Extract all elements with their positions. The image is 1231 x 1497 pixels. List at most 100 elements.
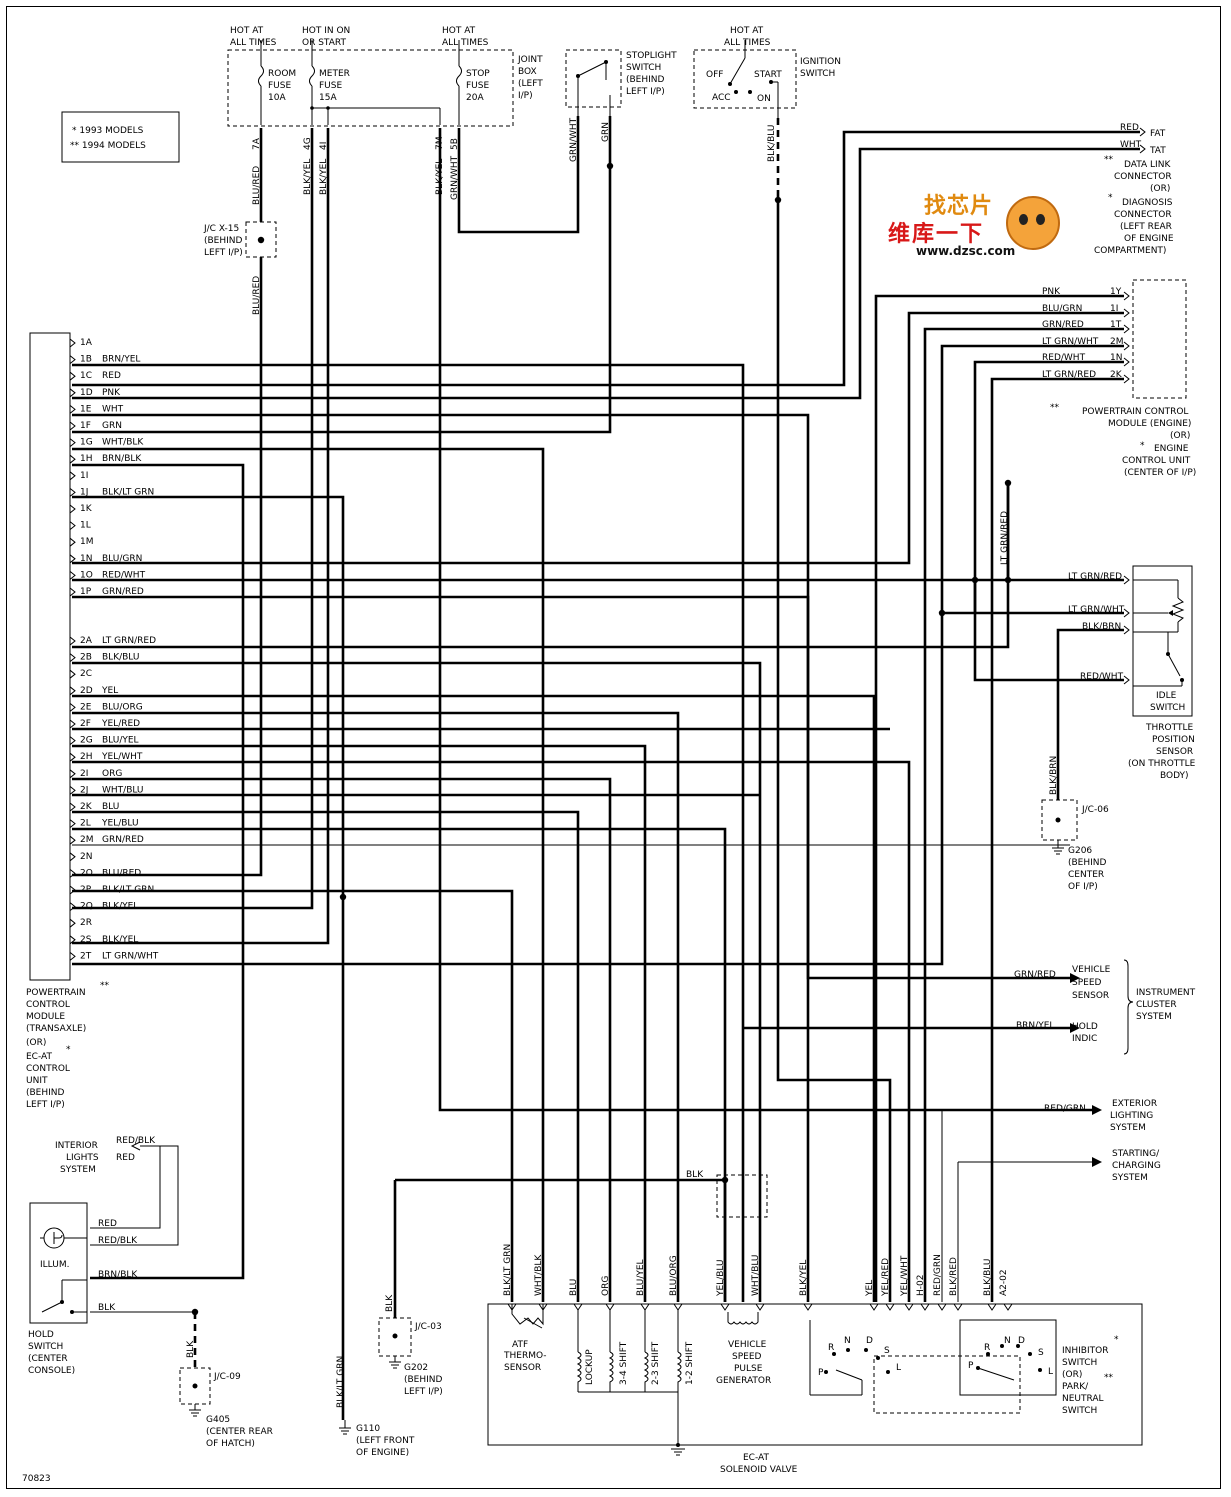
- wire-label: BLK/YEL: [319, 159, 329, 195]
- legend-1994: ** 1994 MODELS: [70, 141, 146, 151]
- pin-label: 2A: [80, 636, 93, 646]
- svg-text:LEFT I/P): LEFT I/P): [626, 87, 665, 97]
- svg-text:5B: 5B: [450, 138, 460, 150]
- wire: [72, 711, 680, 1302]
- svg-text:(BEHIND: (BEHIND: [204, 236, 243, 246]
- connector-pin: [720, 1303, 730, 1311]
- wire-label: ORG: [102, 769, 122, 779]
- pin-label: 1P: [80, 587, 92, 597]
- svg-text:(BEHIND: (BEHIND: [26, 1088, 65, 1098]
- svg-text:OFF: OFF: [706, 70, 723, 80]
- svg-text:7A: 7A: [252, 137, 262, 150]
- svg-text:(LEFT REAR: (LEFT REAR: [1120, 222, 1172, 232]
- svg-text:2-3 SHIFT: 2-3 SHIFT: [651, 1341, 661, 1385]
- svg-text:SWITCH: SWITCH: [1062, 1358, 1097, 1368]
- wire-label: YEL: [101, 686, 118, 696]
- svg-text:CONTROL: CONTROL: [26, 1000, 70, 1010]
- mascot-eye-icon: [1036, 214, 1045, 225]
- svg-text:HOT IN ON: HOT IN ON: [302, 26, 350, 36]
- connector-pin: [904, 1303, 914, 1311]
- svg-text:4G: 4G: [303, 137, 313, 150]
- svg-text:UNIT: UNIT: [26, 1076, 48, 1086]
- pin-label: 2H: [80, 752, 93, 762]
- svg-text:MODULE: MODULE: [26, 1012, 65, 1022]
- svg-text:WHT: WHT: [1120, 140, 1142, 150]
- svg-text:POWERTRAIN CONTROL: POWERTRAIN CONTROL: [1082, 407, 1188, 417]
- wire: [72, 810, 580, 1302]
- wire-label: BLK/BLU: [983, 1259, 993, 1296]
- svg-text:*: *: [1114, 1335, 1119, 1345]
- svg-text:GRN/RED: GRN/RED: [1014, 970, 1056, 980]
- svg-text:SENSOR: SENSOR: [504, 1363, 541, 1373]
- wire: [72, 760, 911, 1302]
- wire-label: BLK/RED: [949, 1257, 959, 1296]
- pin-label: 2D: [80, 686, 93, 696]
- pin-marker: [69, 454, 76, 464]
- connector-pin: [885, 1303, 895, 1311]
- svg-text:EXTERIOR: EXTERIOR: [1112, 1099, 1157, 1109]
- svg-text:BLK/BRN: BLK/BRN: [1082, 622, 1121, 632]
- svg-text:PULSE: PULSE: [734, 1364, 763, 1374]
- svg-text:EC-AT: EC-AT: [743, 1453, 769, 1463]
- svg-text:I/P): I/P): [518, 91, 533, 101]
- svg-text:(ON THROTTLE: (ON THROTTLE: [1128, 759, 1196, 769]
- svg-text:SYSTEM: SYSTEM: [1112, 1173, 1148, 1183]
- svg-text:CONTROL: CONTROL: [26, 1064, 70, 1074]
- svg-text:SWITCH: SWITCH: [800, 69, 835, 79]
- wire: [72, 116, 612, 434]
- wire-label: WHT/BLU: [751, 1254, 761, 1296]
- pin-marker: [69, 669, 76, 679]
- pin-marker: [69, 636, 76, 646]
- connector-pin: [953, 1303, 963, 1311]
- svg-text:RED/BLK: RED/BLK: [98, 1236, 138, 1246]
- pin-marker: [69, 719, 76, 729]
- svg-text:STARTING/: STARTING/: [1112, 1149, 1160, 1159]
- svg-text:THERMO-: THERMO-: [503, 1351, 547, 1361]
- pin-marker: [69, 371, 76, 381]
- pin-label: 2J: [80, 785, 88, 795]
- svg-text:JOINT: JOINT: [517, 55, 543, 65]
- pin-marker: [69, 869, 76, 878]
- wire: [72, 463, 245, 1280]
- wire: [72, 128, 314, 910]
- pin-marker: [69, 786, 76, 795]
- svg-text:S: S: [884, 1346, 890, 1356]
- connector-pin: [573, 1303, 583, 1311]
- svg-text:BLK: BLK: [686, 1170, 704, 1180]
- svg-text:LIGHTS: LIGHTS: [66, 1153, 99, 1163]
- svg-text:FUSE: FUSE: [268, 81, 291, 91]
- svg-text:BLK: BLK: [98, 1303, 116, 1313]
- svg-text:CHARGING: CHARGING: [1112, 1161, 1161, 1171]
- pin-label: 1F: [80, 421, 91, 431]
- wire-label: BLU/ORG: [102, 702, 143, 712]
- svg-text:SYSTEM: SYSTEM: [1110, 1123, 1146, 1133]
- svg-text:GRN: GRN: [601, 122, 611, 142]
- wire-label: WHT/BLK: [534, 1254, 544, 1296]
- legend-box: [61, 111, 180, 163]
- wire-label: GRN/WHT: [450, 155, 460, 200]
- pin-label: 2T: [80, 951, 92, 961]
- mascot-icon: [1006, 196, 1060, 250]
- svg-text:INDIC: INDIC: [1072, 1034, 1097, 1044]
- wire-label: RED/GRN: [933, 1254, 943, 1296]
- svg-text:IDLE: IDLE: [1156, 691, 1177, 701]
- pin-label: 2Q: [80, 902, 93, 912]
- svg-text:COMPARTMENT): COMPARTMENT): [1094, 246, 1166, 256]
- wire: [72, 128, 263, 877]
- wire: [72, 661, 762, 1302]
- svg-text:STOPLIGHT: STOPLIGHT: [626, 51, 677, 61]
- svg-text:POSITION: POSITION: [1152, 735, 1195, 745]
- connector-pin: [755, 1303, 765, 1311]
- svg-text:ALL TIMES: ALL TIMES: [724, 38, 771, 48]
- pin-marker: [69, 338, 76, 348]
- svg-text:OF HATCH): OF HATCH): [206, 1439, 255, 1449]
- pin-marker: [69, 736, 76, 745]
- svg-text:BRN/BLK: BRN/BLK: [98, 1270, 138, 1280]
- svg-text:RED: RED: [98, 1219, 117, 1229]
- svg-text:P: P: [818, 1368, 824, 1378]
- wire-label: YEL/RED: [101, 719, 140, 729]
- pin-label: 2B: [80, 653, 92, 663]
